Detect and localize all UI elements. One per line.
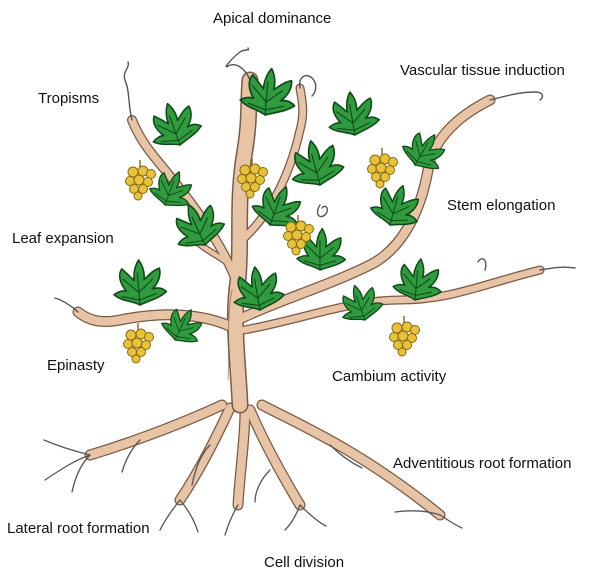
leaf-icon xyxy=(111,258,167,307)
label-vascular-tissue-induction: Vascular tissue induction xyxy=(400,63,565,78)
grape-cluster-icon xyxy=(390,316,420,356)
label-stem-elongation: Stem elongation xyxy=(447,198,555,213)
leaf-icon xyxy=(158,301,209,349)
grape-cluster-icon xyxy=(126,160,156,200)
label-cell-division: Cell division xyxy=(264,555,344,570)
label-epinasty: Epinasty xyxy=(47,358,105,373)
leaf-icon xyxy=(368,179,425,231)
label-lateral-root-formation: Lateral root formation xyxy=(7,521,150,536)
label-cambium-activity: Cambium activity xyxy=(332,369,446,384)
leaf-icon xyxy=(324,88,381,139)
grape-cluster-icon xyxy=(368,148,398,188)
label-adventitious-root-formation: Adventitious root formation xyxy=(393,456,571,471)
leaf-icon xyxy=(143,95,205,153)
grape-cluster-icon xyxy=(124,323,154,363)
label-apical-dominance: Apical dominance xyxy=(213,11,331,26)
label-tropisms: Tropisms xyxy=(38,91,99,106)
label-leaf-expansion: Leaf expansion xyxy=(12,231,114,246)
